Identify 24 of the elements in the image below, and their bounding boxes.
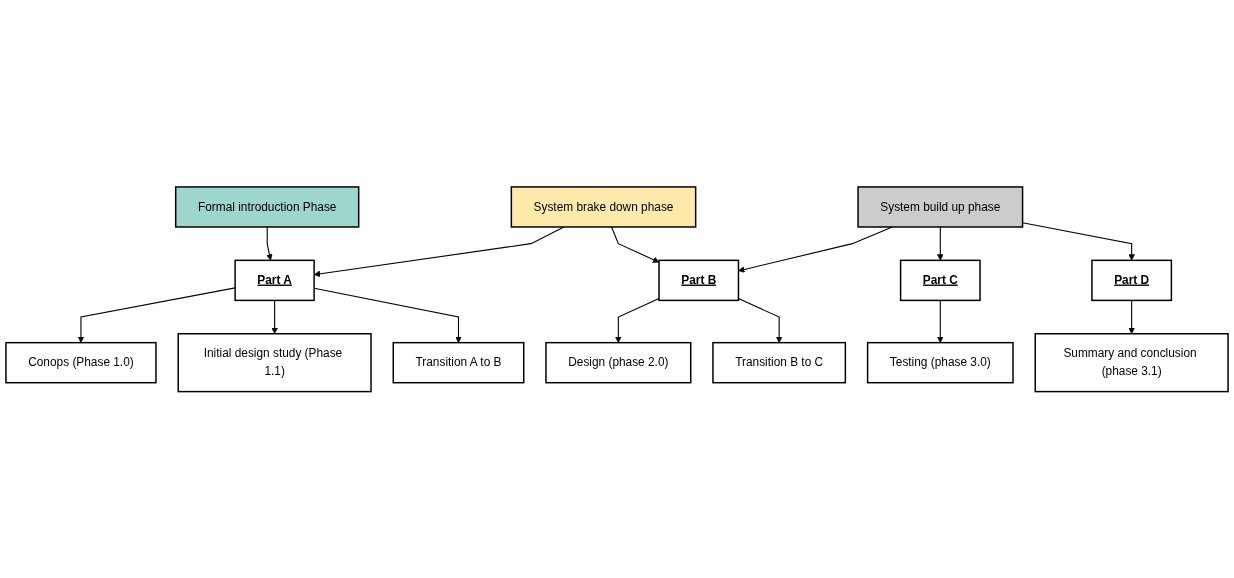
node-box: Formal introduction Phase bbox=[174, 185, 360, 228]
arrow bbox=[271, 299, 278, 334]
node-box: System build up phase bbox=[857, 185, 1024, 228]
node-box: Transition B to C bbox=[712, 341, 847, 384]
node-box: Part A bbox=[234, 259, 315, 301]
node-box: System brake down phase bbox=[510, 185, 697, 228]
arrow bbox=[937, 299, 944, 343]
arrow bbox=[1022, 221, 1135, 261]
arrow bbox=[937, 226, 944, 261]
node-box: Part C bbox=[899, 259, 981, 301]
node-box: Conops (Phase 1.0) bbox=[5, 341, 157, 384]
node-box: Initial design study (Phase 1.1) bbox=[177, 332, 372, 393]
node-box: Design (phase 2.0) bbox=[545, 341, 692, 384]
arrow bbox=[77, 287, 236, 343]
arrow bbox=[1128, 299, 1135, 334]
arrow bbox=[738, 226, 893, 273]
arrow bbox=[615, 297, 660, 343]
node-box: Part D bbox=[1091, 259, 1173, 301]
node-box: Testing (phase 3.0) bbox=[866, 341, 1014, 384]
node-box: Summary and conclusion (phase 3.1) bbox=[1034, 332, 1229, 393]
arrow bbox=[611, 226, 660, 263]
node-box: Transition A to B bbox=[392, 341, 525, 384]
arrow bbox=[266, 226, 273, 261]
node-box: Part B bbox=[658, 259, 740, 301]
